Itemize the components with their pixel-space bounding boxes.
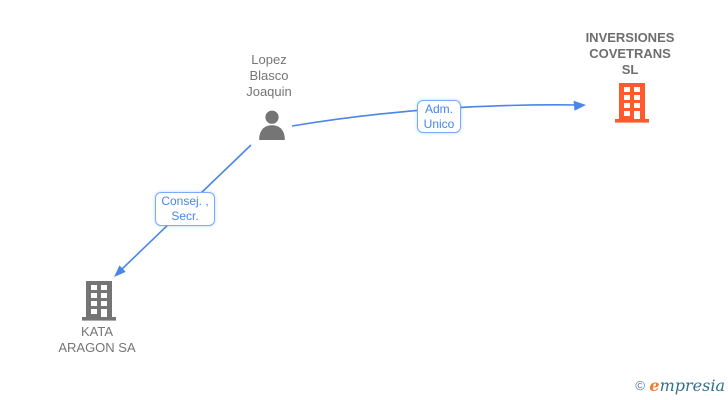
arrowhead-right: [573, 100, 586, 111]
arrowhead-down-left: [114, 265, 126, 277]
edge-label-consej-secr: Consej. , Secr.: [155, 192, 215, 226]
copyright-icon: ©: [635, 378, 645, 393]
node-label-kata-aragon-sa[interactable]: KATA ARAGON SA: [58, 324, 136, 355]
brand-text: empresia: [649, 376, 725, 395]
edge-label-adm-unico: Adm. Unico: [417, 100, 461, 133]
building-icon[interactable]: [81, 281, 117, 326]
person-icon[interactable]: [256, 110, 288, 145]
empresia-watermark: © empresia: [635, 377, 725, 396]
brand-rest: mpresia: [659, 376, 725, 395]
node-label-person[interactable]: Lopez Blasco Joaquin: [246, 52, 292, 99]
node-label-inversiones-covetrans-sl[interactable]: INVERSIONES COVETRANS SL: [585, 30, 675, 77]
building-icon[interactable]: [614, 83, 650, 128]
brand-letter-e: e: [649, 376, 660, 395]
